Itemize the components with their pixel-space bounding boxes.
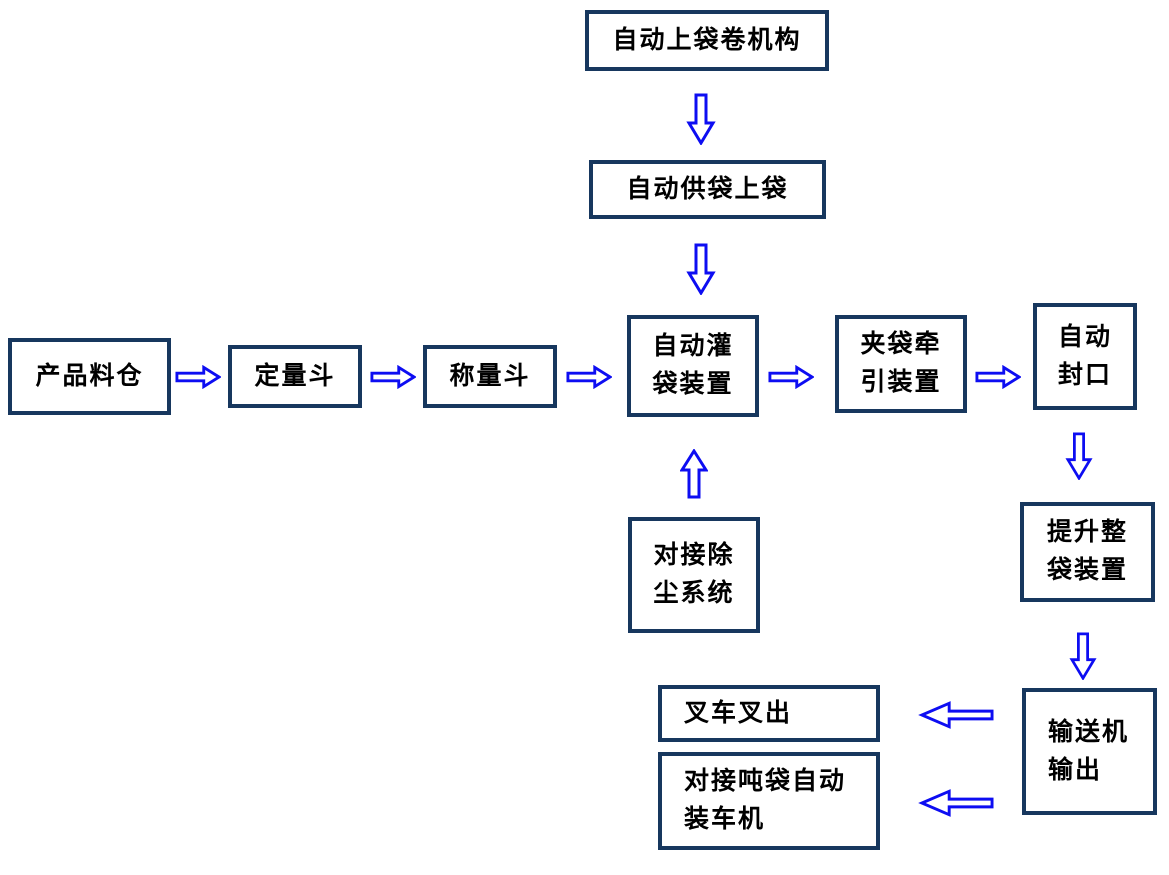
node-label: 叉车叉出 bbox=[684, 699, 793, 727]
arrow-right-icon bbox=[370, 365, 416, 389]
node-label-line2: 袋装置 bbox=[1046, 557, 1128, 584]
node-label: 称量斗 bbox=[449, 362, 531, 390]
node-label-line2: 袋装置 bbox=[652, 371, 734, 398]
arrow-down-icon bbox=[686, 93, 716, 145]
node-label-line1: 自动 bbox=[1057, 323, 1112, 351]
node-ton-bag-truck-loader: 对接吨袋自动 装车机 bbox=[658, 752, 880, 850]
node-label: 定量斗 bbox=[254, 362, 336, 390]
node-label-line2: 引装置 bbox=[860, 369, 942, 396]
node-label-line2: 封口 bbox=[1057, 361, 1112, 389]
node-product-silo: 产品料仓 bbox=[8, 338, 171, 415]
node-label-line1: 对接吨袋自动 bbox=[684, 768, 847, 795]
arrow-left-icon bbox=[918, 701, 994, 729]
arrow-up-icon bbox=[680, 449, 708, 499]
arrow-right-icon bbox=[175, 365, 221, 389]
node-label-line1: 夹袋牵 bbox=[860, 331, 942, 358]
node-label: 自动供袋上袋 bbox=[626, 175, 789, 203]
node-label-line1: 输送机 bbox=[1048, 718, 1130, 746]
node-label-line1: 自动灌 bbox=[652, 333, 734, 360]
node-weighing-hopper: 称量斗 bbox=[423, 345, 557, 408]
arrow-left-icon bbox=[918, 789, 994, 817]
node-forklift-out: 叉车叉出 bbox=[658, 685, 880, 742]
node-label-line2: 尘系统 bbox=[653, 580, 735, 607]
arrow-down-icon bbox=[1069, 632, 1097, 680]
node-label-line1: 对接除 bbox=[653, 542, 735, 569]
node-label: 产品料仓 bbox=[35, 362, 144, 390]
arrow-down-icon bbox=[1065, 432, 1093, 480]
node-auto-bag-roll-mechanism: 自动上袋卷机构 bbox=[585, 10, 829, 71]
node-auto-bag-supply: 自动供袋上袋 bbox=[589, 160, 826, 219]
node-bag-clamp-traction-device: 夹袋牵 引装置 bbox=[835, 315, 967, 413]
arrow-right-icon bbox=[975, 365, 1021, 389]
arrow-down-icon bbox=[686, 243, 716, 295]
node-lifting-whole-bag-device: 提升整 袋装置 bbox=[1020, 502, 1155, 602]
node-dosing-hopper: 定量斗 bbox=[228, 345, 362, 408]
node-auto-filling-device: 自动灌 袋装置 bbox=[627, 315, 759, 417]
node-label-line1: 提升整 bbox=[1046, 519, 1128, 546]
node-dedusting-system: 对接除 尘系统 bbox=[628, 517, 760, 633]
node-auto-sealing: 自动 封口 bbox=[1033, 303, 1137, 410]
node-label-line2: 装车机 bbox=[684, 806, 766, 833]
node-label: 自动上袋卷机构 bbox=[612, 26, 802, 54]
arrow-right-icon bbox=[768, 365, 814, 389]
node-conveyor-output: 输送机 输出 bbox=[1022, 688, 1157, 815]
node-label-line2: 输出 bbox=[1048, 756, 1103, 784]
arrow-right-icon bbox=[566, 365, 612, 389]
